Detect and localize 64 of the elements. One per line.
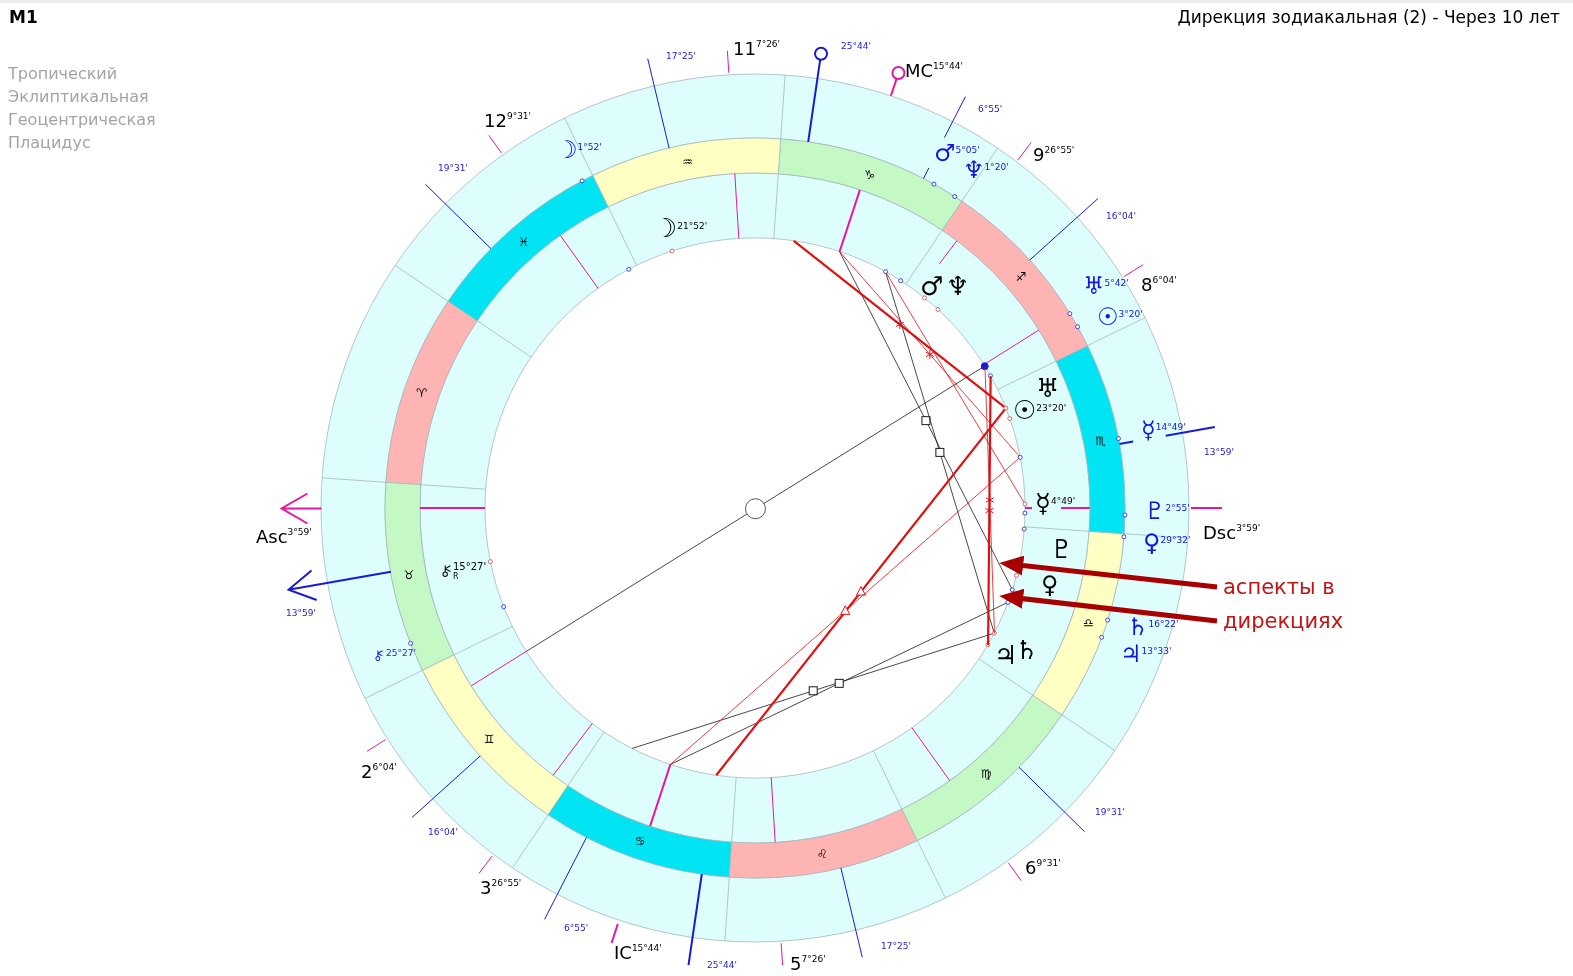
zodiac-sign-glyph: ♏	[1095, 434, 1107, 447]
planet-symbol-label: ♄	[1015, 637, 1039, 663]
degree-label: 19°31'	[438, 163, 468, 173]
zodiac-sign-glyph: ♋	[634, 835, 646, 848]
settings-label: Тропический	[8, 66, 118, 82]
house-cusp-label: 3$^{26°55'}$	[480, 879, 522, 897]
settings-label: Плацидус	[8, 135, 91, 151]
leader-arrow	[999, 588, 1218, 624]
zodiac-sign-glyph: ♓	[518, 236, 530, 249]
planet-symbol-label: ♄$^{16°22'}$	[1127, 615, 1179, 639]
degree-label: 13°59'	[1204, 447, 1234, 457]
degree-label: 13°59'	[286, 608, 316, 618]
planet-symbol-label: ☽$^{21°52'}$	[654, 215, 708, 241]
planet-symbol-label: ☉$^{3°20'}$	[1097, 305, 1143, 329]
chart-id-label: M1	[9, 8, 38, 26]
planet-symbol-label: ☿$^{14°49'}$	[1141, 418, 1186, 442]
degree-label: 17°25'	[881, 941, 911, 951]
settings-label: Эклиптикальная	[8, 89, 149, 105]
planet-symbol-label: ♃	[994, 642, 1018, 668]
planet-symbol-label: ☿$^{4°49'}$	[1035, 490, 1076, 516]
planet-symbol-label: ♃$^{13°33'}$	[1120, 642, 1172, 666]
settings-label: Геоцентрическая	[8, 112, 156, 128]
zodiac-sign-glyph: ♍	[980, 767, 992, 780]
zodiac-sign-glyph: ♌	[817, 848, 828, 860]
house-cusp-label: 2$^{6°04'}$	[361, 763, 397, 781]
planet-symbol-label: ♀$^{29°32'}$	[1143, 531, 1191, 555]
zodiac-sign-glyph: ♐	[1015, 270, 1027, 283]
degree-label: 19°31'	[1095, 807, 1125, 817]
degree-label: 25°44'	[841, 41, 871, 51]
degree-label: 16°04'	[1106, 211, 1136, 221]
planet-symbol-label: ♇	[1050, 536, 1074, 562]
chart-title: Дирекция зодиакальная (2) - Через 10 лет	[1177, 9, 1560, 26]
degree-label: 6°55'	[978, 104, 1003, 114]
house-cusp-label: Asc$^{3°59'}$	[256, 528, 312, 546]
planet-symbol-label: ☽$^{1°52'}$	[556, 138, 602, 162]
house-cusp-label: 9$^{26°55'}$	[1033, 146, 1075, 164]
house-cusp-label: 12$^{9°31'}$	[484, 112, 532, 130]
planet-symbol-label: ♇$^{2°55'}$	[1144, 499, 1190, 523]
zodiac-sign-glyph: ♊	[483, 733, 495, 746]
house-cusp-label: 5$^{7°26'}$	[790, 955, 826, 973]
planet-symbol-label: ♆	[946, 273, 970, 299]
zodiac-sign-glyph: ♈	[416, 387, 428, 400]
house-cusp-label: Dsc$^{3°59'}$	[1203, 524, 1261, 542]
degree-label: 25°44'	[707, 960, 737, 970]
degree-label: 25°27'	[386, 648, 416, 658]
house-cusp-label: 6$^{9°31'}$	[1025, 859, 1061, 877]
house-cusp-label: MC$^{15°44'}$	[905, 62, 963, 80]
annotation-text: аспекты в дирекциях	[1217, 570, 1359, 638]
retrograde-mark: R	[453, 573, 459, 581]
zodiac-sign-glyph: ♉	[403, 569, 415, 582]
zodiac-sign-glyph: ♎	[1082, 616, 1094, 629]
degree-label: 16°04'	[428, 827, 458, 837]
house-cusp-label: 11$^{7°26'}$	[733, 40, 781, 58]
zodiac-sign-glyph: ♑	[864, 168, 876, 181]
zodiac-sign-glyph: ♒	[682, 156, 693, 168]
degree-label: 15°27'	[453, 562, 487, 572]
leader-arrow	[999, 555, 1218, 590]
planet-symbol-label: ♅$^{5°42'}$	[1083, 274, 1129, 298]
degree-label: 6°55'	[564, 923, 589, 933]
planet-symbol-label: ♂	[920, 273, 944, 299]
house-cusp-label: IC$^{15°44'}$	[614, 944, 662, 962]
degree-label: 17°25'	[666, 51, 696, 61]
house-cusp-label: 8$^{6°04'}$	[1141, 276, 1177, 294]
planet-symbol-label: ♀	[1041, 573, 1059, 597]
